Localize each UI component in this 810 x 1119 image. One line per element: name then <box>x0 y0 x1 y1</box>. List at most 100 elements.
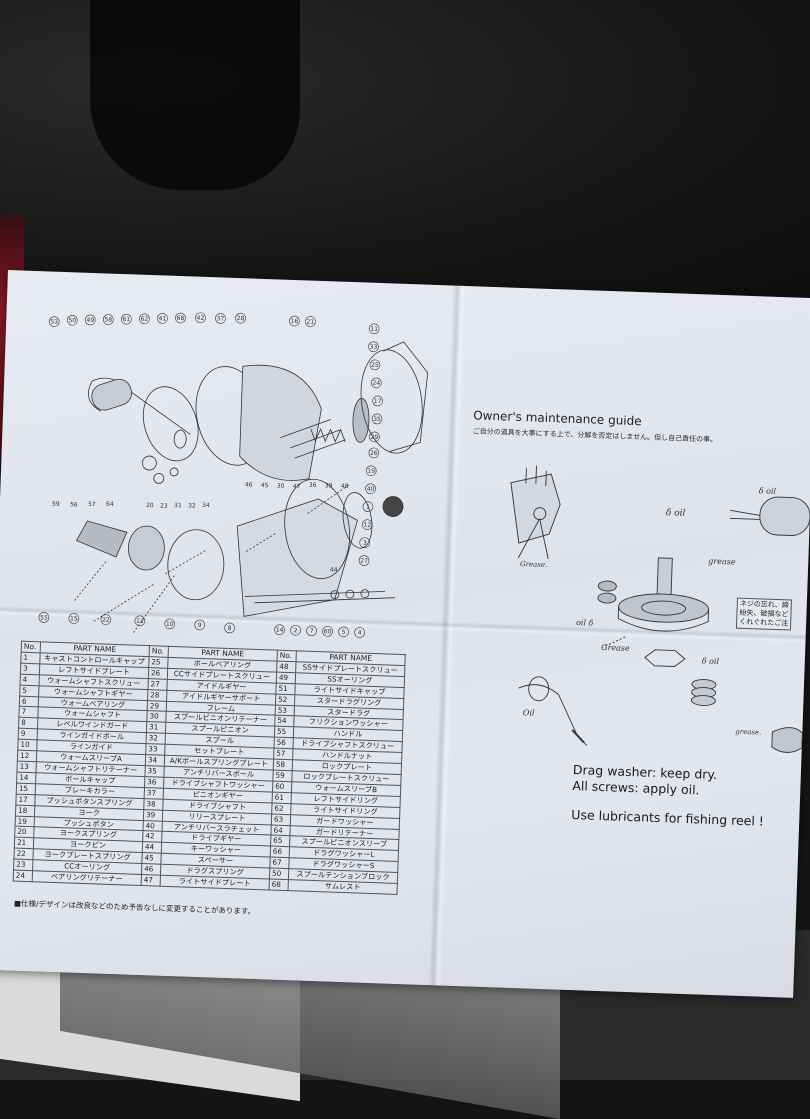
part-number: 21 <box>14 837 34 849</box>
part-number: 5 <box>19 684 40 697</box>
callout-t1: 50 <box>68 317 76 324</box>
part-number: 54 <box>274 715 295 728</box>
part-number: 53 <box>275 704 295 717</box>
grease-label-1: Grease. <box>519 560 548 569</box>
part-number: 22 <box>13 848 34 860</box>
callout-t13: 11 <box>370 326 378 333</box>
grease-label-3: Grease <box>601 642 630 653</box>
callout-l2: 57 <box>88 501 96 508</box>
spec-change-note: ■仕様/デザインは改良などのため予告なしに変更することがあります。 <box>13 898 256 917</box>
part-number: 19 <box>15 815 35 828</box>
part-number: 42 <box>142 830 162 843</box>
part-number: 9 <box>18 728 38 740</box>
part-number: 1 <box>20 652 41 664</box>
maintenance-guide-title: Owner's maintenance guide <box>472 408 642 429</box>
part-number: 39 <box>143 809 163 821</box>
callout-m0: 20 <box>146 502 154 509</box>
callout-r2: 24 <box>372 380 380 387</box>
parts-table: No. PART NAME No. PART NAME No. PART NAM… <box>13 641 406 895</box>
callout-m4: 34 <box>202 502 210 509</box>
callout-b8: 2 <box>294 627 298 634</box>
part-number: 46 <box>141 863 161 876</box>
callout-l3: 64 <box>106 501 114 508</box>
oil-label-top-right: δ oil <box>758 486 777 496</box>
part-number: 14 <box>16 771 36 784</box>
callout-l1: 56 <box>70 501 78 508</box>
part-number: 52 <box>275 693 295 706</box>
callout-m2: 31 <box>174 502 182 509</box>
callout-r12: 27 <box>360 557 368 564</box>
callout-t8: 42 <box>196 315 204 322</box>
part-number: 64 <box>270 824 291 837</box>
oil-label-center: δ oil <box>665 508 686 519</box>
part-number: 65 <box>270 835 290 847</box>
part-number: 67 <box>269 857 290 869</box>
part-number: 28 <box>147 689 167 701</box>
part-number: 51 <box>275 682 296 695</box>
part-number: 49 <box>276 671 296 684</box>
callout-b9: 7 <box>310 628 314 635</box>
part-number: 31 <box>146 721 166 734</box>
part-number: 13 <box>16 761 37 773</box>
grease-label-4: grease. <box>735 727 762 737</box>
part-number: 48 <box>276 661 297 673</box>
part-number: 45 <box>141 852 162 865</box>
part-number: 25 <box>148 656 169 669</box>
maintenance-sketches <box>510 465 810 753</box>
callout-m7: 30 <box>277 483 285 490</box>
callout-l0: 59 <box>52 501 60 508</box>
callout-r0: 33 <box>370 344 378 351</box>
callout-m8: 47 <box>293 483 301 490</box>
part-number: 17 <box>15 793 36 806</box>
instruction-sheet: 53 50 49 58 61 62 41 68 42 37 28 16 21 1… <box>0 270 810 998</box>
part-number: 47 <box>141 874 161 887</box>
part-number: 55 <box>274 726 294 738</box>
header-no-2: No. <box>149 645 169 658</box>
part-number: 62 <box>271 802 292 815</box>
part-number: 4 <box>20 673 40 686</box>
callout-b7: 14 <box>276 627 284 634</box>
part-number: 15 <box>16 782 36 795</box>
callout-t7: 68 <box>176 315 184 322</box>
callout-r9: 1 <box>366 504 370 511</box>
oil-label-small: δ oil <box>701 656 720 667</box>
part-number: 10 <box>17 739 38 751</box>
callout-t5: 62 <box>140 316 148 323</box>
callout-r5: 29 <box>370 434 378 441</box>
callout-r11: 3 <box>363 540 367 547</box>
grease-label-2: grease <box>708 556 736 567</box>
part-number: 59 <box>272 770 293 782</box>
part-number: 38 <box>143 798 164 810</box>
callout-m5: 46 <box>245 481 253 488</box>
callout-m12: 44 <box>330 566 338 573</box>
part-number: 34 <box>145 754 165 767</box>
header-no-1: No. <box>21 641 41 653</box>
callout-m3: 32 <box>188 502 196 509</box>
callout-t11: 16 <box>290 318 298 325</box>
callout-b3: 13 <box>136 618 144 625</box>
part-number: 18 <box>15 804 35 817</box>
part-number: 24 <box>13 870 33 882</box>
part-number: 60 <box>272 780 292 793</box>
bottom-callouts <box>38 612 365 638</box>
callout-b0: 55 <box>40 614 48 621</box>
callout-r4: 35 <box>373 416 381 423</box>
oil-label-bottom: Oil <box>522 708 535 718</box>
callout-t3: 58 <box>104 316 112 323</box>
part-number: 61 <box>272 791 292 804</box>
part-number: 44 <box>142 841 162 854</box>
part-number: 12 <box>17 750 37 762</box>
callout-m9: 36 <box>309 482 317 489</box>
callout-b6: 8 <box>228 625 232 632</box>
screw-caution-box: ネジの忘れ、締 紛失、破損など くれぐれたご注 <box>735 597 793 631</box>
exploded-reel-diagram: 53 50 49 58 61 62 41 68 42 37 28 16 21 1… <box>38 312 429 638</box>
part-number: 36 <box>144 776 164 789</box>
callout-t2: 49 <box>86 317 94 324</box>
callout-t10: 28 <box>237 315 245 322</box>
callout-t0: 53 <box>50 319 58 326</box>
callout-b1: 15 <box>70 615 78 622</box>
tip-screws-oil: All screws: apply oil. <box>572 778 700 798</box>
part-number: 63 <box>271 813 291 826</box>
right-callouts <box>358 341 383 566</box>
